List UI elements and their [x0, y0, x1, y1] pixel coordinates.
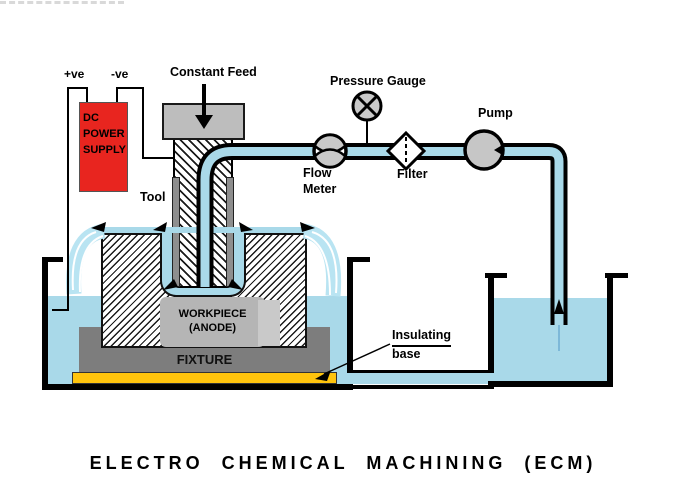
flow-arrows — [91, 222, 315, 290]
tool-label: Tool — [140, 190, 166, 204]
drain-bottom-border — [353, 385, 494, 389]
flow-meter-label: Flow Meter — [303, 166, 337, 196]
insulating-base-label-line2: base — [392, 346, 421, 361]
positive-terminal-label: +ve — [64, 67, 85, 81]
diagram-title: ELECTRO CHEMICAL MACHINING (ECM) — [89, 453, 597, 473]
drain-channel — [347, 373, 494, 384]
electrolyte-pipe — [196, 143, 568, 325]
positive-wire — [52, 87, 88, 311]
drain-top-border — [353, 370, 488, 373]
pressure-gauge-icon — [351, 90, 383, 146]
pressure-gauge-label: Pressure Gauge — [330, 74, 426, 88]
top-dashed-strip — [0, 1, 124, 4]
workpiece-core-patch-edge — [258, 300, 280, 346]
filter-label: Filter — [397, 167, 428, 181]
insulating-base — [72, 372, 337, 384]
left-tank — [42, 257, 370, 390]
flow-meter-icon — [312, 133, 348, 169]
suction-arrow — [554, 299, 564, 314]
electrolyte-cascades — [66, 223, 342, 297]
fixture-label: FIXTURE — [176, 352, 233, 367]
insulating-base-label-line1: Insulating — [392, 328, 452, 347]
pump-icon — [463, 129, 505, 171]
dc-power-supply-box — [79, 102, 128, 192]
pump-label: Pump — [478, 106, 513, 120]
negative-wire — [116, 87, 174, 159]
feed-arrow — [195, 84, 213, 129]
right-tank — [485, 273, 628, 387]
filter-icon — [385, 130, 427, 172]
workpiece-label: WORKPIECE (ANODE) — [178, 308, 247, 334]
negative-terminal-label: -ve — [111, 67, 129, 81]
insulating-base-leader — [315, 343, 391, 381]
power-supply-label: DC POWER SUPPLY — [83, 112, 127, 156]
constant-feed-label: Constant Feed — [170, 65, 257, 79]
workpiece-core-patch — [160, 297, 265, 347]
